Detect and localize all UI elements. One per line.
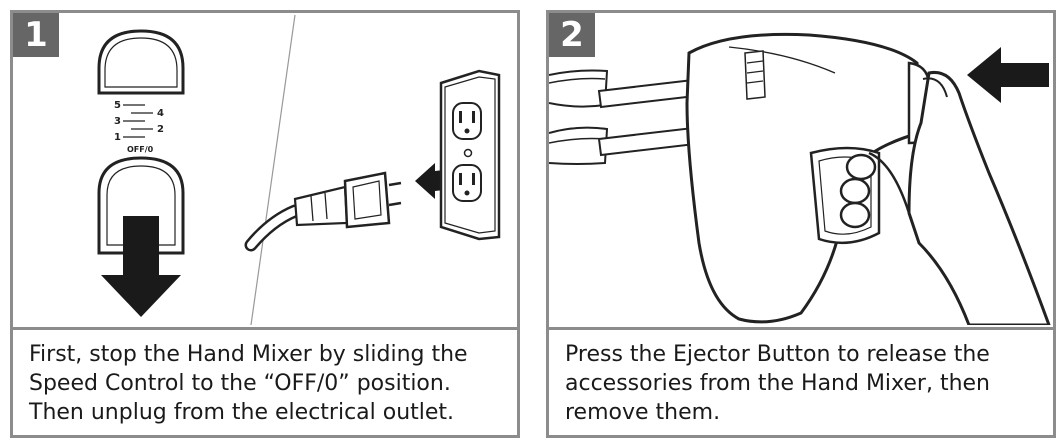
caption-line: accessories from the Hand Mixer, then bbox=[565, 371, 991, 396]
step-2-illustration bbox=[549, 32, 1051, 325]
speed-label-2: 2 bbox=[157, 124, 164, 135]
speed-label-5: 5 bbox=[114, 100, 121, 111]
speed-label-3: 3 bbox=[114, 116, 121, 127]
step-1-caption: First, stop the Hand Mixer by sliding th… bbox=[13, 327, 517, 435]
caption-line: First, stop the Hand Mixer by sliding th… bbox=[29, 342, 468, 367]
illustration-divider bbox=[250, 14, 296, 325]
speed-label-4: 4 bbox=[157, 108, 164, 119]
step-number-badge: 2 bbox=[549, 13, 595, 57]
hand-icon bbox=[839, 70, 1051, 325]
power-plug-icon bbox=[244, 171, 402, 252]
step-number-badge: 1 bbox=[13, 13, 59, 57]
speed-control-icon: 5 4 3 2 1 OFF/0 bbox=[97, 29, 185, 255]
speed-label-off: OFF/0 bbox=[127, 145, 154, 154]
caption-line: Press the Ejector Button to release the bbox=[565, 342, 990, 367]
caption-line: Then unplug from the electrical outlet. bbox=[29, 400, 455, 425]
push-arrow-icon bbox=[967, 47, 1049, 103]
step-1-illustration: 5 4 3 2 1 OFF/0 bbox=[97, 14, 501, 325]
step-2-panel: 2 Press the Ejector Button to release th… bbox=[546, 10, 1056, 438]
step-2-caption: Press the Ejector Button to release the … bbox=[549, 327, 1053, 435]
wall-outlet-icon bbox=[439, 69, 501, 241]
speed-label-1: 1 bbox=[114, 132, 121, 143]
caption-line: Speed Control to the “OFF/0” position. bbox=[29, 371, 451, 396]
down-arrow-icon bbox=[101, 216, 181, 317]
hand-mixer-icon bbox=[549, 32, 931, 324]
step-1-panel: 5 4 3 2 1 OFF/0 bbox=[10, 10, 520, 438]
caption-line: remove them. bbox=[565, 400, 721, 425]
